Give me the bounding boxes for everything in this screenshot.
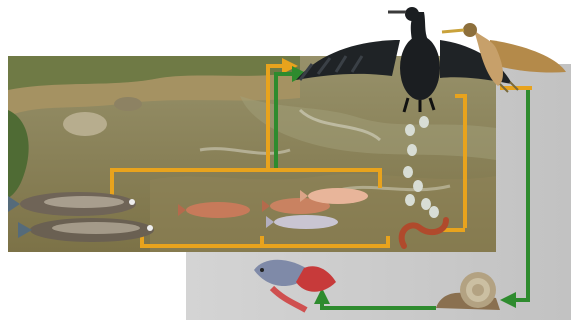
food-web-diagram [0,0,571,320]
food-web-canvas [0,0,571,320]
